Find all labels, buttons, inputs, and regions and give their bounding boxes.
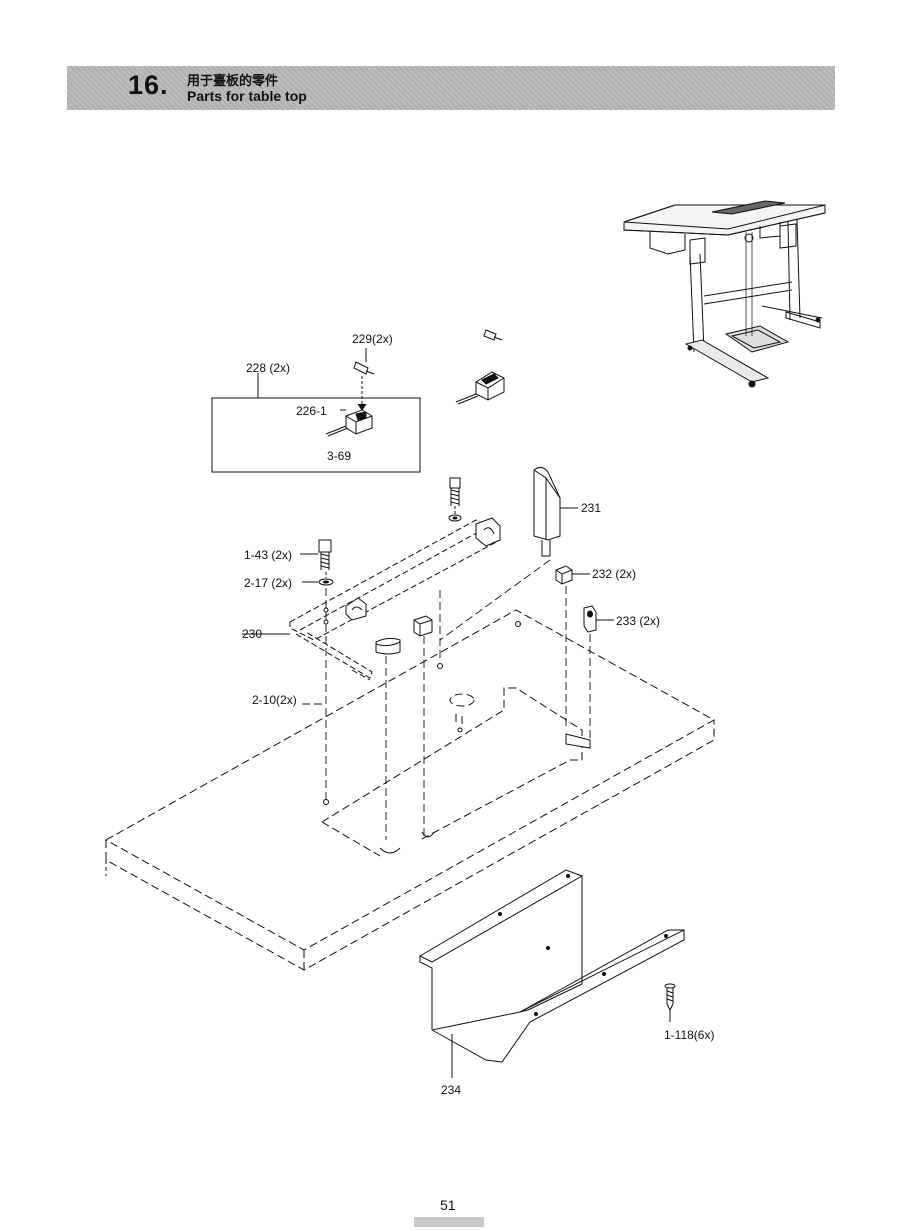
part-1-43-screw	[300, 539, 332, 570]
section-number: 16.	[128, 70, 169, 100]
assembly-dashed-lines	[302, 559, 591, 840]
part-229-screw-duplicate	[483, 329, 503, 341]
part-232-cap	[555, 565, 590, 585]
callout-2-17: 2-17 (2x)	[244, 576, 292, 590]
callout-234: 234	[441, 1083, 461, 1097]
part-230-bracket-end	[345, 517, 501, 621]
part-2-17-washer	[302, 572, 334, 586]
part-234-drawer	[418, 869, 685, 1078]
section-title-chinese: 用于臺板的零件	[187, 74, 279, 89]
callout-231: 231	[581, 501, 601, 515]
callout-226-1: 226-1	[296, 404, 327, 418]
part-226-1-block-duplicate	[455, 371, 505, 405]
part-cushion-large	[375, 637, 401, 655]
section-header-band	[67, 66, 835, 110]
part-233-hinge	[583, 605, 614, 633]
callout-230: 230	[242, 627, 262, 641]
callout-2-10: 2-10(2x)	[252, 693, 297, 707]
part-1-43-screw-rear	[448, 477, 462, 522]
bracket-box-228	[211, 373, 421, 473]
part-231-post	[533, 466, 578, 557]
callout-233: 233 (2x)	[616, 614, 660, 628]
callout-228: 228 (2x)	[246, 361, 290, 375]
part-cushion-small	[413, 615, 433, 637]
part-1-118-wood-screw	[664, 983, 676, 1022]
callout-232: 232 (2x)	[592, 567, 636, 581]
page-number: 51	[440, 1197, 456, 1213]
callout-1-118: 1-118(6x)	[664, 1028, 714, 1042]
callout-1-43: 1-43 (2x)	[244, 548, 292, 562]
table-stand-illustration	[623, 200, 826, 388]
table-top-holes	[323, 607, 591, 854]
part-226-1-block	[325, 409, 373, 437]
table-top-outline	[104, 609, 716, 971]
footer-bar	[414, 1217, 484, 1227]
part-229-screw	[353, 348, 375, 411]
section-title-english: Parts for table top	[187, 88, 307, 104]
callout-3-69: 3-69	[327, 449, 351, 463]
callout-229: 229(2x)	[352, 332, 393, 346]
